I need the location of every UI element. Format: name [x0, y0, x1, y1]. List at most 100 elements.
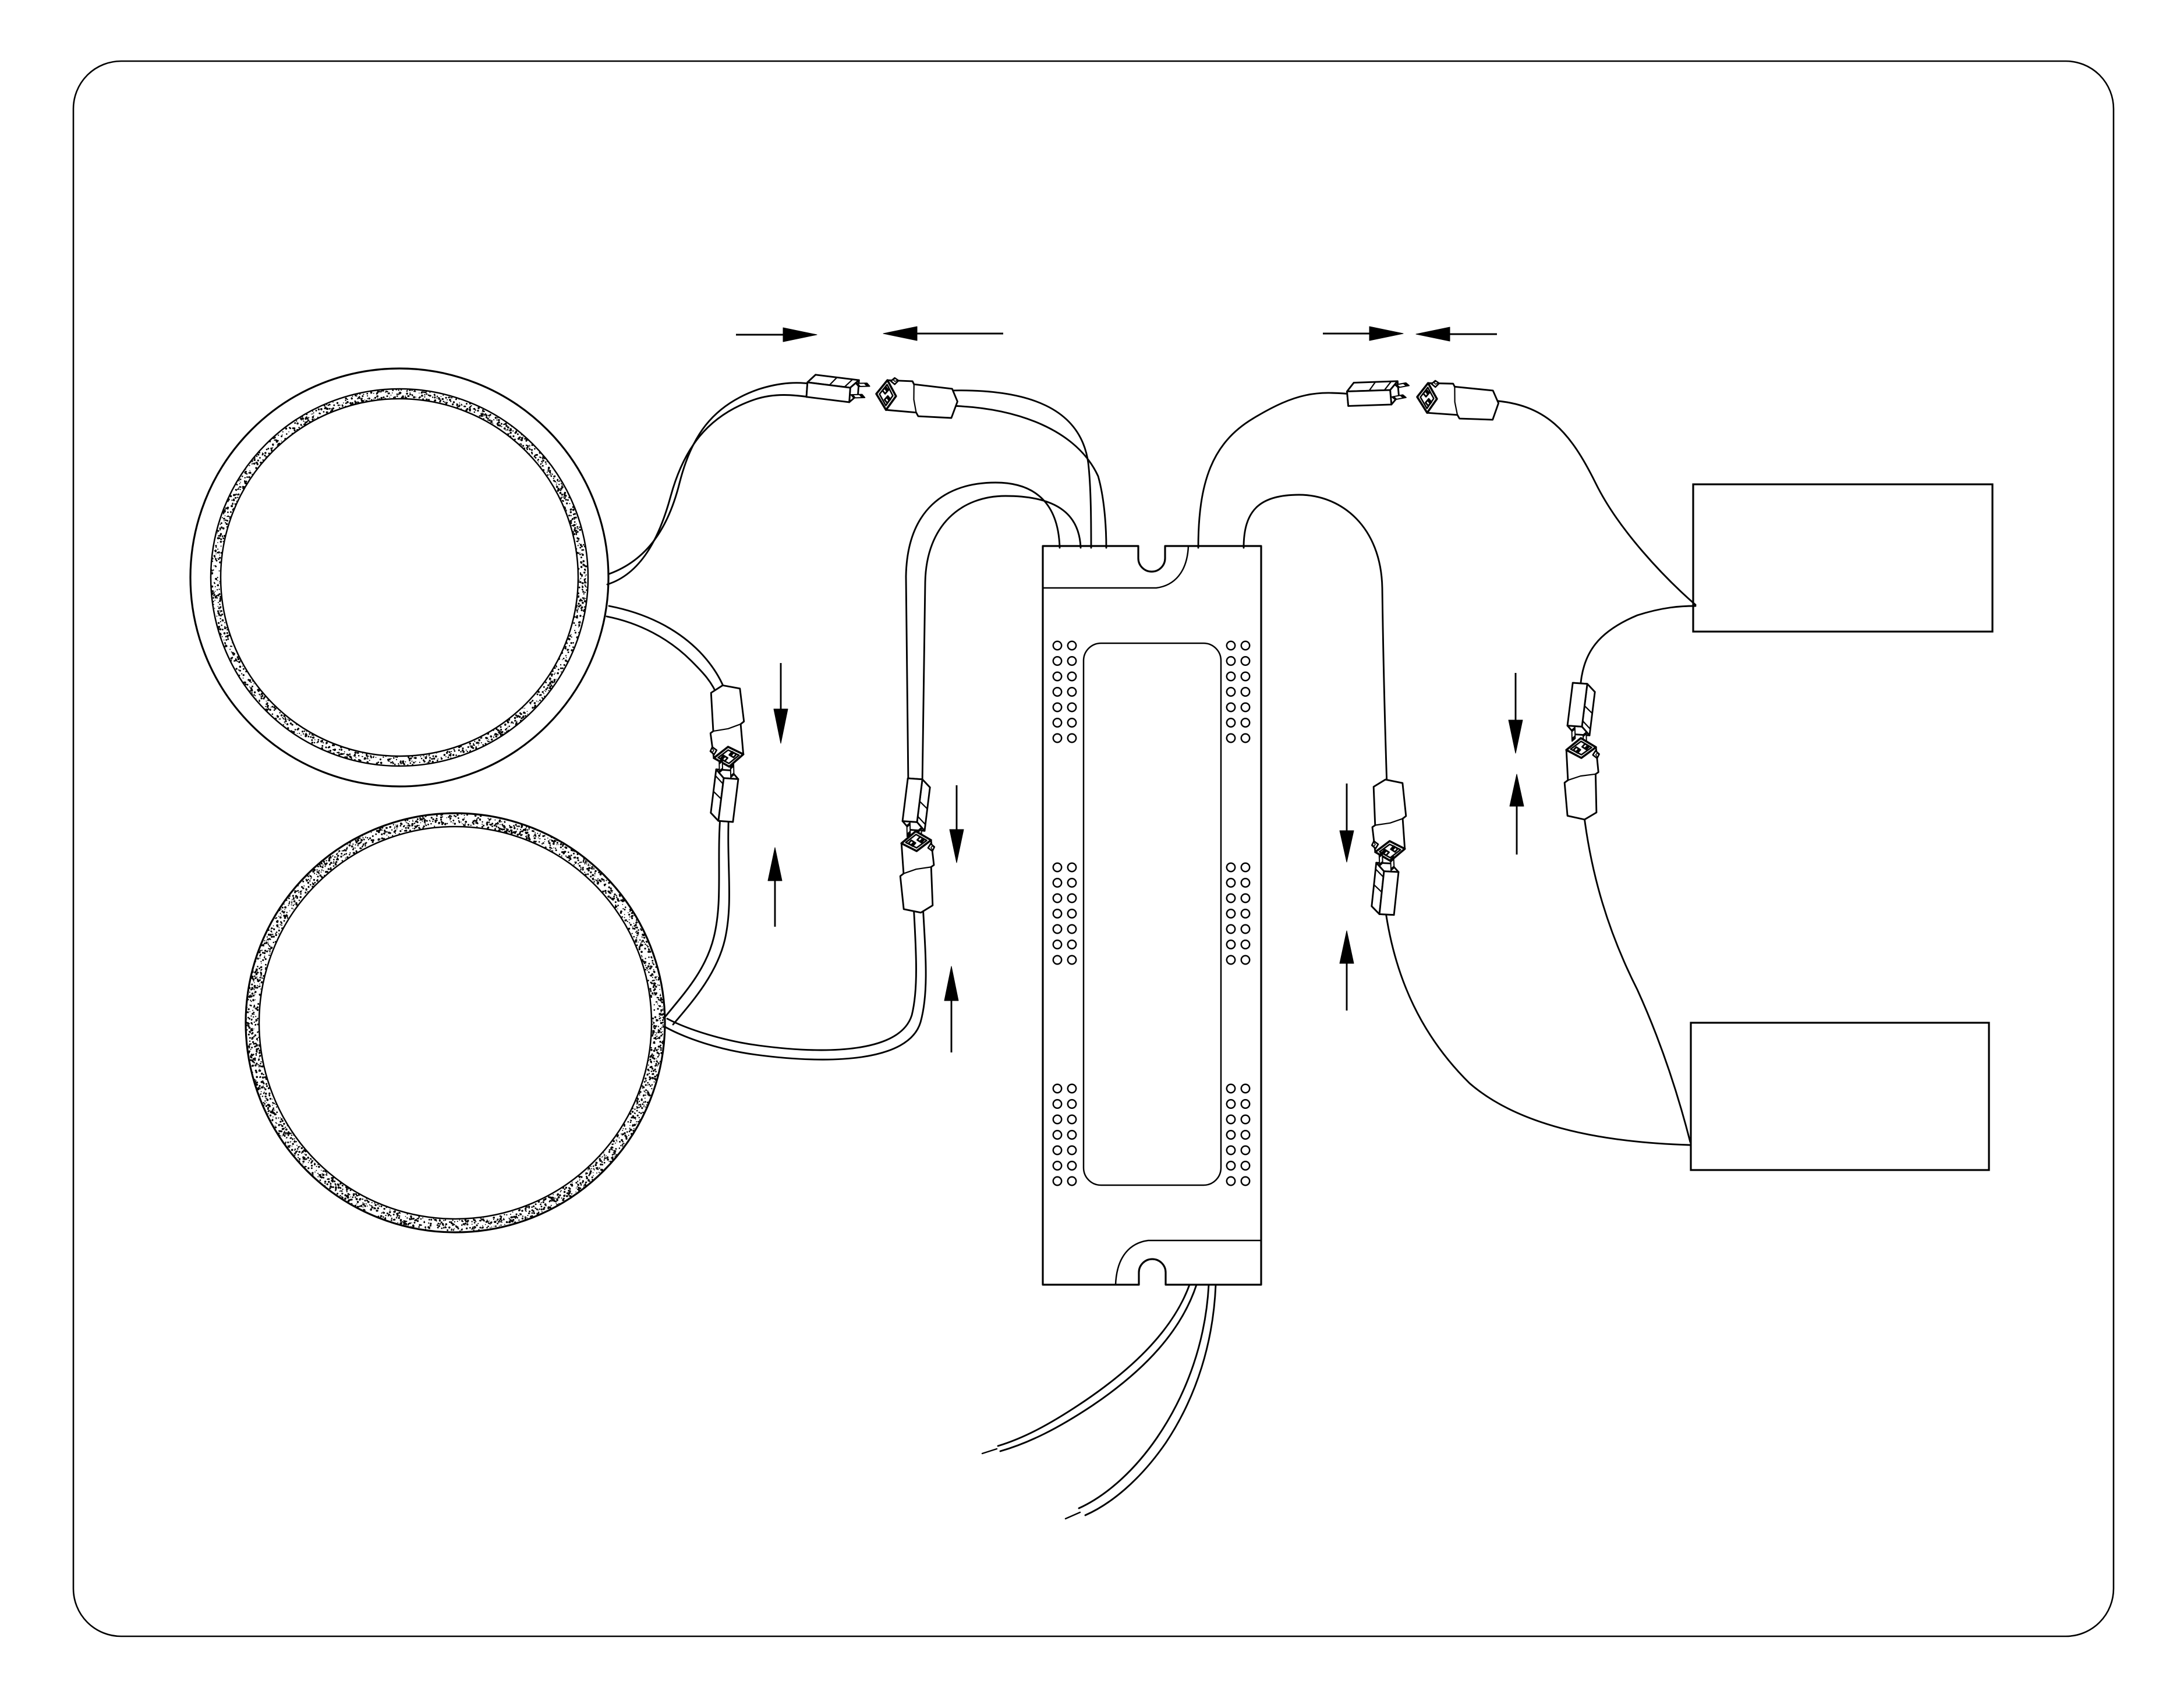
male-collar-line	[1375, 868, 1385, 878]
female-latch-tab-top	[710, 747, 714, 753]
vent-hole	[1240, 1130, 1251, 1140]
vent-hole	[1052, 687, 1063, 697]
arrow-pair5-down-head	[1508, 719, 1523, 754]
vent-hole	[1067, 1176, 1077, 1186]
male-top-step	[829, 377, 838, 386]
female-latch-tab-top	[930, 845, 935, 850]
female-latch-tab-top	[893, 378, 898, 382]
arrow-pair3-down	[949, 785, 964, 863]
male-pin-base	[1571, 727, 1576, 732]
vent-hole	[1240, 878, 1251, 888]
arrow-pair1-left-head	[883, 326, 918, 341]
wire-driver-male3-a	[905, 481, 1061, 786]
ring-light-top	[189, 367, 610, 788]
ring-light-bottom	[245, 812, 666, 1233]
vent-hole	[1226, 671, 1236, 682]
vent-hole	[1067, 1083, 1077, 1094]
vent-hole	[1226, 862, 1236, 873]
power-lead-right-a	[1078, 1284, 1210, 1509]
vent-hole	[1052, 924, 1063, 934]
vent-hole	[1067, 687, 1077, 697]
connector-male-pair3-top	[901, 777, 931, 842]
vent-hole	[1052, 1083, 1063, 1094]
arrow-pair5-up-head	[1509, 774, 1524, 807]
vent-hole	[1226, 1161, 1236, 1171]
vent-hole	[1240, 940, 1251, 949]
vent-hole	[1226, 1176, 1236, 1186]
vent-hole	[1067, 940, 1077, 949]
vent-hole	[1240, 656, 1251, 666]
vent-hole	[1226, 656, 1236, 666]
connector-female-pair5-bottom	[1563, 737, 1600, 821]
male-collar-line	[917, 816, 926, 825]
arrow-pair2-down	[773, 663, 788, 744]
vent-hole	[1067, 733, 1077, 743]
male-pin-base	[1390, 866, 1394, 871]
female-body	[1563, 746, 1599, 821]
female-body-step	[1454, 386, 1459, 416]
arrow-pair1-right-head	[783, 327, 817, 342]
arrow-pair5-down	[1508, 673, 1523, 754]
male-pin-base	[1379, 861, 1383, 866]
wire-female5-box2	[1583, 811, 1691, 1143]
vent-hole	[1226, 702, 1236, 712]
vent-hole	[1052, 940, 1063, 949]
female-socket-hole-shadow	[1575, 748, 1581, 753]
vent-hole	[1226, 1130, 1236, 1140]
vent-hole	[1240, 702, 1251, 712]
vent-hole	[1067, 1161, 1077, 1171]
driver-top-flange-line	[1042, 545, 1190, 589]
male-pin-base	[719, 767, 723, 773]
driver-bottom-flange-line	[1114, 1239, 1262, 1286]
arrow-pair3-down-head	[949, 829, 964, 863]
led-driver	[1042, 545, 1262, 1286]
driver-body	[1042, 545, 1262, 1286]
vent-hole	[1226, 687, 1236, 697]
vent-hole	[1226, 733, 1236, 743]
driver-window	[1082, 642, 1222, 1186]
male-collar-line	[844, 378, 854, 388]
male-collar-line	[1383, 381, 1392, 391]
device-box-bottom-right	[1690, 1022, 1990, 1171]
vent-hole	[1067, 671, 1077, 682]
power-lead-left-b	[999, 1284, 1198, 1452]
arrow-pair6-down	[1339, 784, 1354, 863]
wires	[606, 382, 1697, 1520]
arrow-pair2-up	[767, 847, 783, 927]
arrow-pair2-down-head	[773, 708, 788, 744]
ring-top-stipple-band	[211, 388, 588, 767]
female-body	[1371, 778, 1407, 853]
male-side-face	[1378, 870, 1400, 916]
vent-hole	[1067, 718, 1077, 728]
wire-ringtop-female2-b	[606, 615, 719, 699]
connectors	[709, 374, 1600, 916]
wire-driver-male4	[1197, 392, 1353, 549]
vent-hole	[1052, 909, 1063, 919]
male-pin-tip	[1379, 852, 1383, 858]
female-body-step	[712, 723, 742, 732]
wire-female1-driver-b	[948, 405, 1107, 549]
male-pin-tip	[863, 382, 870, 387]
male-pin-base	[1394, 384, 1400, 388]
driver-vent-holes	[1052, 640, 1251, 1186]
connector-female-pair1-right	[875, 377, 958, 419]
wire-driver-male3-b	[921, 495, 1082, 786]
male-side-face	[901, 777, 923, 823]
ring-top-mid-circle	[210, 388, 589, 767]
vent-hole	[1052, 702, 1063, 712]
vent-hole	[1240, 1114, 1251, 1125]
device-box-top-right	[1692, 483, 1994, 633]
arrow-pair6-up-head	[1339, 930, 1354, 964]
male-top-step	[1584, 705, 1593, 714]
vent-hole	[1226, 640, 1236, 651]
ring-bottom-outer-circle	[245, 812, 666, 1233]
vent-hole	[1052, 1176, 1063, 1186]
vent-hole	[1226, 940, 1236, 949]
female-socket-hole-shadow	[1382, 849, 1387, 855]
female-body-step	[902, 866, 932, 874]
vent-hole	[1052, 1099, 1063, 1109]
male-collar-line	[714, 775, 724, 785]
vent-hole	[1226, 1114, 1236, 1125]
male-pin-base	[1583, 732, 1587, 738]
